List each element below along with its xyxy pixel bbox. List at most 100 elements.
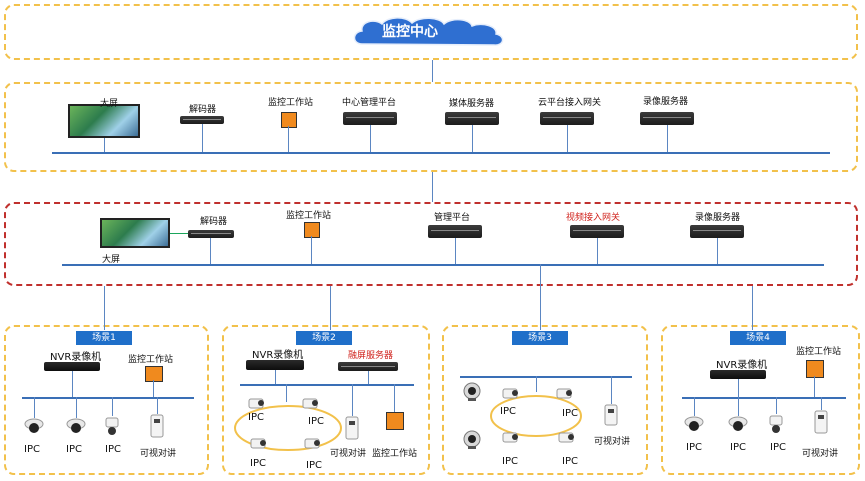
link-top-mid [432,172,433,202]
drop [717,238,718,264]
drop [153,380,154,397]
top-recording-server-label: 录像服务器 [643,97,689,107]
scene3-ipc-label: IPC [562,456,578,467]
drop [738,379,739,397]
dome-camera-icon [66,418,86,433]
video-wall-mid [100,218,170,248]
mid-decoder-icon [188,230,234,238]
drop [288,126,289,152]
mid-big-screen-label: 大屏 [102,255,121,265]
scene4-bus-line [682,397,846,399]
link-scene3 [540,264,541,330]
mid-video-gateway-label: 视频接入网关 [566,213,621,223]
scene4-nvr-label: NVR录像机 [716,360,768,371]
scene1-workstation-icon [145,366,163,382]
top-tier-frame [4,82,858,172]
middle-tier-frame [4,202,858,286]
drop [536,376,537,392]
drop [286,384,287,402]
bullet-camera-icon [248,398,264,409]
drop [472,125,473,152]
top-workstation-icon [281,112,297,128]
scene3-ipc-label: IPC [500,406,516,417]
bullet-camera-icon [556,388,572,399]
bullet-camera-icon [769,415,783,433]
drop [567,125,568,152]
top-decoder-icon [180,116,224,124]
bullet-camera-icon [250,438,266,449]
mid-recording-server-icon [690,225,744,238]
mid-decoder-label: 解码器 [200,217,228,227]
bullet-camera-icon [502,432,518,443]
scene2-ipc-label: IPC [250,458,266,469]
camera-ring [490,395,582,437]
camera-ring [234,405,342,451]
mid-platform-icon [428,225,482,238]
drop [104,138,105,152]
intercom-icon [345,416,359,440]
scene4-tag: 场景4 [730,331,786,345]
drop [210,238,211,264]
drop [455,238,456,264]
scene1-intercom-label: 可视对讲 [140,449,177,459]
drop [611,376,612,404]
bullet-camera-icon [502,388,518,399]
bullet-camera-icon [105,417,119,435]
scene1-tag: 场景1 [76,331,132,345]
top-decoder-label: 解码器 [189,105,217,115]
top-cloud-gateway-label: 云平台接入网关 [538,98,602,108]
scene2-workstation-icon [386,412,404,430]
drop [738,397,739,416]
ptz-camera-icon [463,430,481,449]
scene2-bus-line [240,384,414,386]
scene1-ipc-label: IPC [105,444,121,455]
scene2-nvr-icon [246,360,304,370]
scene4-workstation-label: 监控工作站 [796,347,842,357]
scene4-ipc-label: IPC [730,442,746,453]
scene3-frame [442,325,648,475]
bullet-camera-icon [302,398,318,409]
monitoring-center-title: 监控中心 [382,24,438,40]
scene3-ipc-label: IPC [502,456,518,467]
drop [597,238,598,264]
scene1-workstation-label: 监控工作站 [128,355,174,365]
scene4-ipc-label: IPC [770,442,786,453]
scene2-nvr-label: NVR录像机 [252,350,304,361]
link-scene2 [330,286,331,330]
scene1-bus-line [22,397,194,399]
bullet-camera-icon [304,438,320,449]
scene2-ipc-label: IPC [306,460,322,471]
scene1-frame [4,325,209,475]
drop [368,371,369,384]
scene1-nvr-label: NVR录像机 [50,352,102,363]
mid-workstation-icon [304,222,320,238]
drop [821,397,822,410]
cloud-icon [353,17,504,46]
scene2-tag: 场景2 [296,331,352,345]
scene4-ipc-label: IPC [686,442,702,453]
top-big-screen-label: 大屏 [100,99,119,109]
monitoring-center-frame [4,4,858,60]
mid-platform-label: 管理平台 [434,213,471,223]
mid-video-gateway-icon [570,225,624,238]
scene4-intercom-label: 可视对讲 [802,449,839,459]
ptz-camera-icon [463,382,481,401]
drop [275,370,276,384]
scene3-bus-line [460,376,632,378]
scene1-ipc-label: IPC [24,444,40,455]
scene2-frame [222,325,430,475]
scene4-workstation-icon [806,360,824,378]
link-scene4 [752,286,753,330]
drop [667,125,668,152]
drop [352,384,353,416]
drop [776,397,777,414]
scene3-tag: 场景3 [512,331,568,345]
mid-bus-line [62,264,824,266]
scene2-fusion-server-icon [338,362,398,371]
scene2-workstation-label: 监控工作站 [372,449,418,459]
scene4-nvr-icon [710,370,766,379]
dome-camera-icon [684,416,704,431]
drop [202,124,203,152]
dome-camera-icon [728,416,748,431]
